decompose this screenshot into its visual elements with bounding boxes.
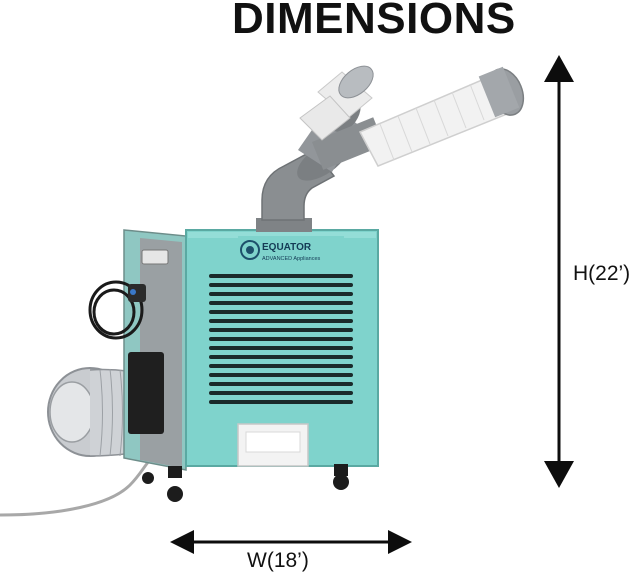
unit-front: EQUATOR ADVANCED Appliances	[185, 229, 379, 467]
brand-logo-box	[238, 236, 344, 264]
brand-tagline: ADVANCED Appliances	[262, 256, 321, 262]
upper-hose	[299, 65, 374, 141]
height-arrow	[544, 55, 574, 488]
outlet-collar	[256, 218, 312, 232]
cable-bundle	[88, 280, 146, 340]
duct-plate	[128, 352, 164, 434]
casters	[142, 464, 349, 502]
vent-grille	[209, 274, 353, 404]
long-hose	[358, 66, 525, 167]
power-cord	[0, 458, 152, 517]
width-label: W(18’)	[247, 549, 309, 572]
height-label: H(22’)	[573, 262, 631, 285]
width-arrow	[170, 530, 412, 554]
page-title: DIMENSIONS	[232, 0, 516, 43]
brand-name: EQUATOR	[262, 242, 312, 253]
